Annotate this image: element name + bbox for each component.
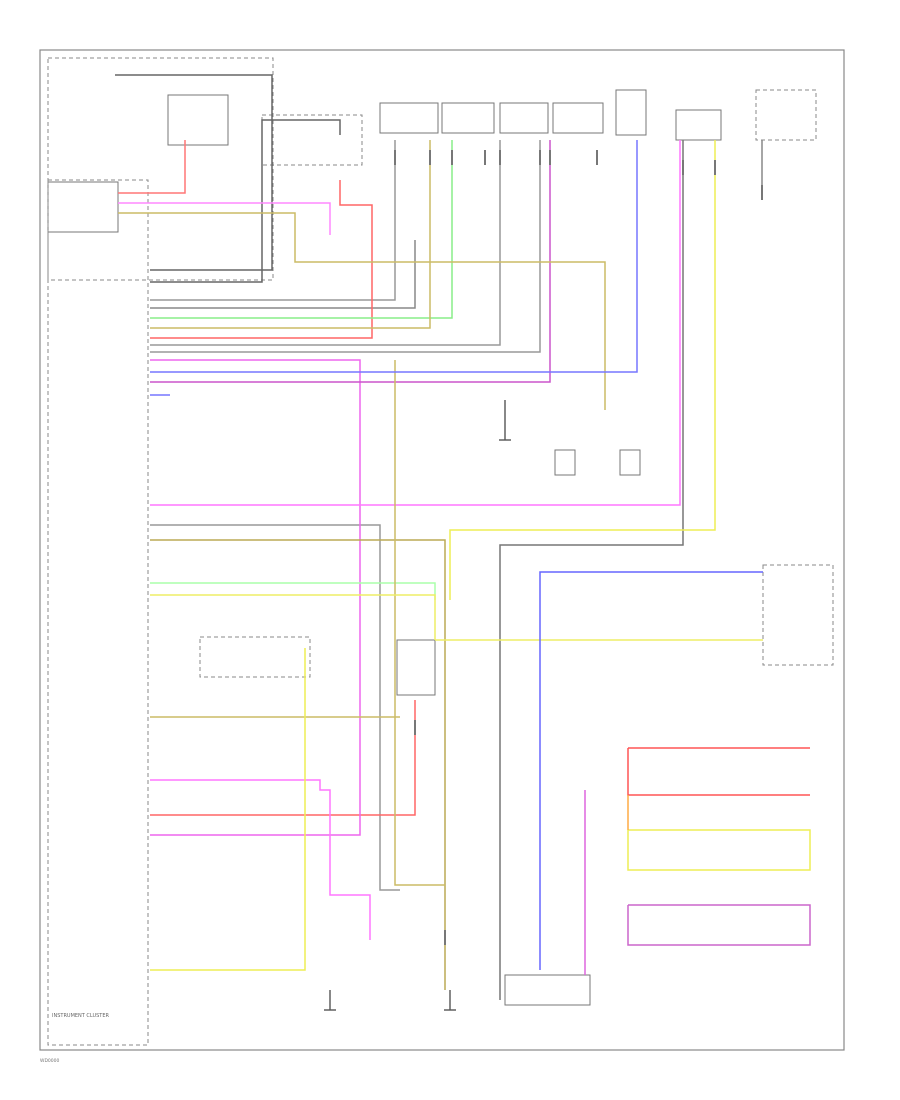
- right-front-speed-sensor-box: [441, 102, 495, 134]
- brake-fluid-level-box: [499, 102, 549, 134]
- wire-tan-3: [150, 539, 446, 990]
- wire-red-1: [118, 140, 186, 194]
- ground-symbol-1: [499, 400, 511, 441]
- instrument-cluster-label: INSTRUMENT CLUSTER: [52, 1013, 110, 1019]
- wire-yellow-right: [627, 829, 811, 871]
- instrument-cluster-body: [47, 179, 149, 1046]
- wire-green-1: [150, 140, 453, 319]
- relay-box-top-left: [167, 94, 229, 146]
- wire-tan-1: [118, 212, 606, 410]
- central-locking-box: [504, 974, 591, 1006]
- wire-tan-2: [150, 140, 431, 329]
- wire-black-right: [499, 140, 684, 1000]
- page-code-label: WD0000: [40, 1058, 60, 1064]
- wire-pink-4: [150, 779, 371, 940]
- wire-yellow-2: [150, 648, 306, 971]
- wire-tan-5: [394, 360, 445, 886]
- wires: [115, 74, 811, 1000]
- connector-ticks: [394, 150, 763, 945]
- diagnostic-module: [396, 639, 436, 696]
- brake-switch-box: [552, 102, 604, 134]
- wire-gray-fr: [150, 140, 501, 346]
- wire-pink-1: [118, 202, 331, 235]
- engine-control-unit-top: [47, 57, 274, 281]
- diagram-frame: [39, 49, 845, 1051]
- wire-blue-1: [150, 140, 638, 373]
- ground-symbol-2: [324, 990, 336, 1011]
- wire-gray-ground: [150, 240, 416, 309]
- wire-pink-3: [150, 140, 681, 506]
- oil-level-sensor: [47, 181, 119, 233]
- wire-yellow-4: [449, 140, 716, 600]
- left-front-speed-sensor-box: [379, 102, 439, 134]
- wire-red-3: [150, 700, 416, 816]
- wire-yellow-1: [150, 594, 436, 640]
- fuse-box-top: [261, 114, 363, 166]
- wire-pink-2: [150, 359, 361, 836]
- ground-symbols: [324, 400, 511, 1011]
- bulb-fr: [619, 449, 641, 476]
- wire-gray-cluster: [150, 524, 400, 891]
- wire-black-top: [115, 74, 273, 271]
- wire-red-right-2: [627, 748, 810, 796]
- wire-gray-br: [150, 140, 541, 353]
- components: [47, 57, 834, 1046]
- parking-brake-switch-box: [615, 89, 647, 136]
- wire-red-2: [150, 180, 373, 339]
- wire-gray-fl: [150, 140, 396, 301]
- left-rear-speed-sensor-box: [675, 109, 722, 141]
- engine-control-unit-mid: [199, 636, 311, 678]
- bulb-fl: [554, 449, 576, 476]
- wire-violet-right: [627, 904, 811, 946]
- wire-blue-2: [539, 571, 763, 970]
- wire-lightgreen: [150, 582, 436, 600]
- wire-black-2: [150, 119, 341, 283]
- ground-symbol-3: [444, 990, 456, 1011]
- tpms-control-unit: [762, 564, 834, 666]
- outside-temp-sensor-box: [755, 89, 817, 141]
- wire-violet-1: [150, 140, 551, 383]
